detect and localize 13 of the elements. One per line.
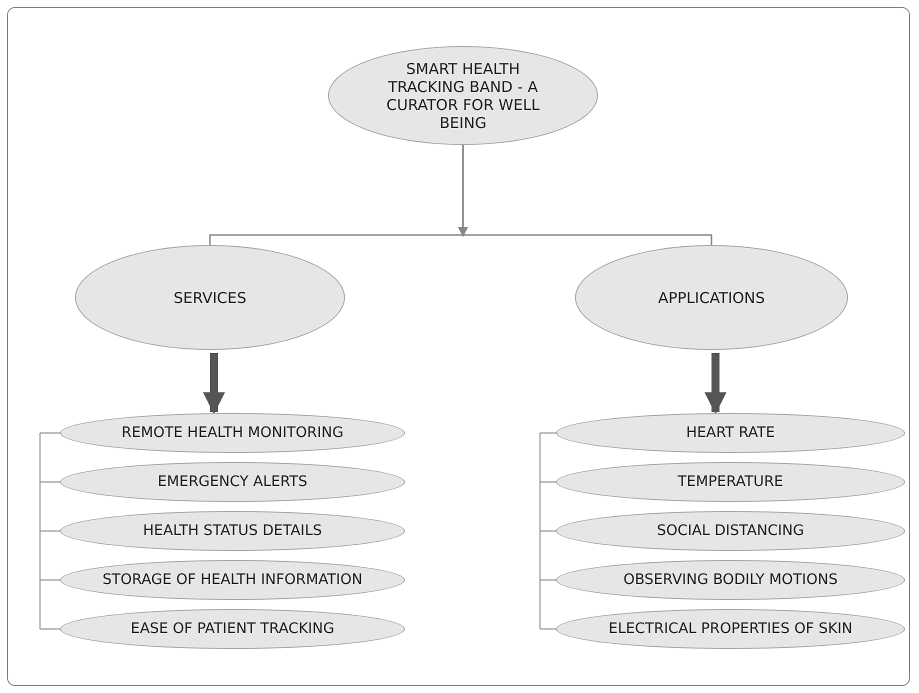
item-ellipse: EMERGENCY ALERTS bbox=[60, 462, 405, 502]
item-ellipse: HEART RATE bbox=[556, 413, 905, 453]
item-ellipse: ELECTRICAL PROPERTIES OF SKIN bbox=[556, 609, 905, 649]
item-ellipse: HEALTH STATUS DETAILS bbox=[60, 511, 405, 551]
item-ellipse: TEMPERATURE bbox=[556, 462, 905, 502]
category-ellipse: APPLICATIONS bbox=[575, 245, 848, 350]
item-ellipse: SOCIAL DISTANCING bbox=[556, 511, 905, 551]
item-ellipse: STORAGE OF HEALTH INFORMATION bbox=[60, 560, 405, 600]
item-ellipse: REMOTE HEALTH MONITORING bbox=[60, 413, 405, 453]
category-ellipse: SERVICES bbox=[75, 245, 345, 350]
title-ellipse: SMART HEALTH TRACKING BAND - A CURATOR FOR WELL BEING bbox=[328, 46, 598, 145]
item-ellipse: OBSERVING BODILY MOTIONS bbox=[556, 560, 905, 600]
item-ellipse: EASE OF PATIENT TRACKING bbox=[60, 609, 405, 649]
